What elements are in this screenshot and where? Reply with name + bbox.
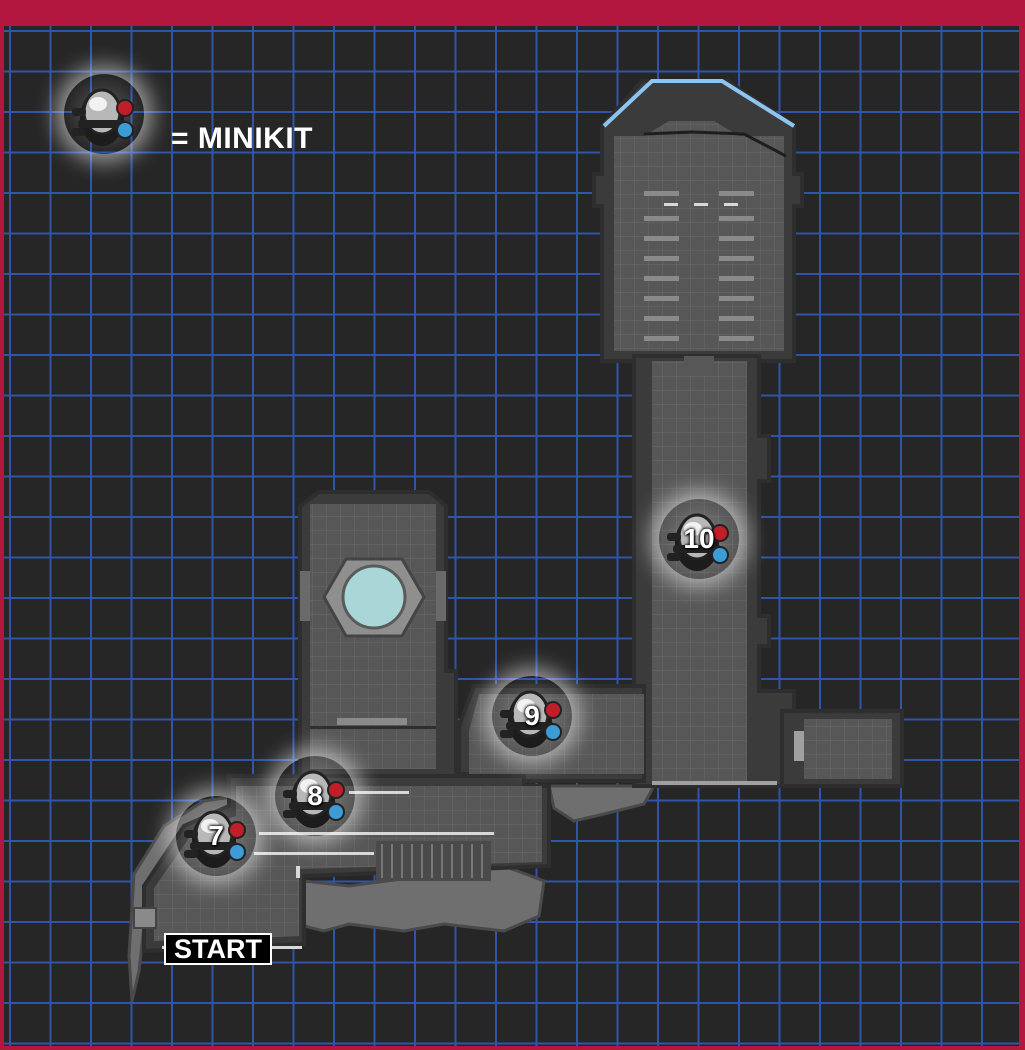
lower-walkway (133, 774, 551, 954)
minikit-number: 10 (683, 523, 715, 554)
legend-minikit-icon (64, 74, 144, 154)
minikit-marker-10[interactable]: 10 (659, 499, 739, 579)
minikit-icon (283, 770, 345, 828)
map-layout (127, 79, 904, 1002)
minikit-number: 9 (524, 700, 540, 731)
level-map: = MINIKIT 7 8 (4, 26, 1019, 1046)
minikit-number: 8 (307, 780, 323, 811)
start-marker: START (164, 933, 272, 965)
minikit-marker-9[interactable]: 9 (492, 676, 572, 756)
side-room (780, 709, 904, 788)
minikit-icon (667, 513, 729, 571)
north-hall (592, 79, 804, 363)
minikit-number: 7 (208, 820, 224, 851)
minikit-icon (72, 88, 134, 146)
legend-label: = MINIKIT (171, 122, 314, 155)
minikit-marker-8[interactable]: 8 (275, 756, 355, 836)
porthole-window (341, 564, 407, 630)
porthole-room (298, 490, 458, 778)
minikit-marker-7[interactable]: 7 (176, 796, 256, 876)
minikit-icon (184, 810, 246, 868)
east-corridor (632, 354, 796, 788)
minikit-icon (500, 690, 562, 748)
bench-rows (644, 191, 754, 341)
